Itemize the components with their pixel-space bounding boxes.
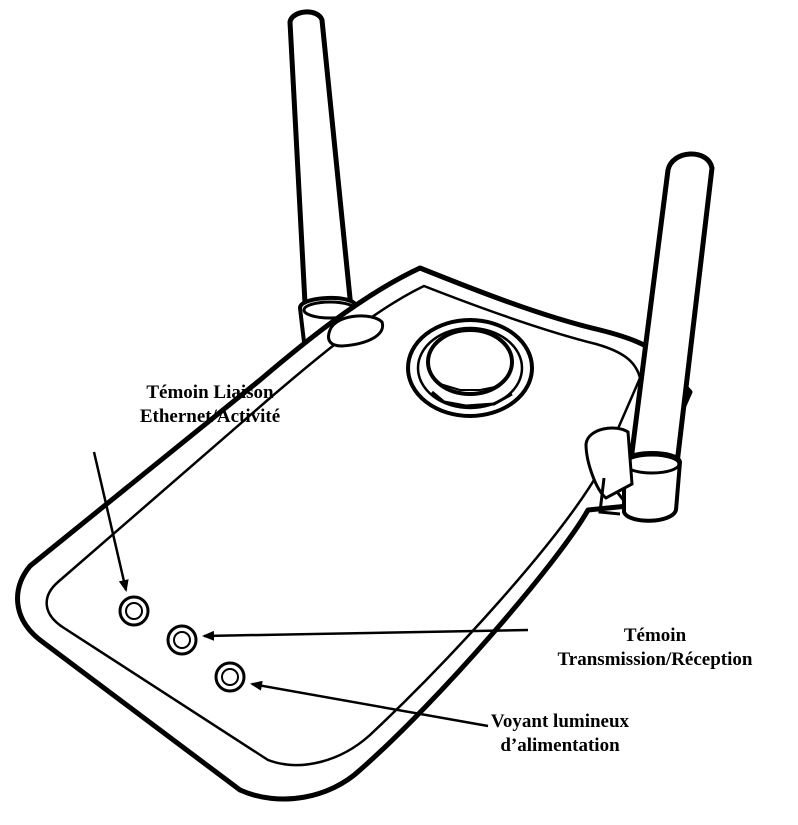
label-link-activity-line2: Ethernet/Activité bbox=[139, 406, 281, 427]
arrow-link-activity bbox=[92, 451, 129, 592]
left-antenna bbox=[287, 9, 363, 353]
vent-circle bbox=[406, 318, 534, 418]
label-link-activity-line1: Témoin Liaison bbox=[146, 382, 274, 403]
label-tx-rx: Témoin Transmission/Réception bbox=[520, 624, 790, 672]
label-power: Voyant lumineux d’alimentation bbox=[440, 710, 680, 758]
led-link-activity bbox=[118, 595, 150, 627]
label-link-activity: Témoin Liaison Ethernet/Activité bbox=[95, 381, 325, 429]
left-antenna-hinge bbox=[327, 314, 385, 348]
arrow-tx-rx bbox=[202, 628, 529, 641]
label-power-line1: Voyant lumineux bbox=[490, 711, 630, 732]
right-antenna-hinge bbox=[584, 426, 634, 516]
led-power bbox=[214, 661, 246, 693]
label-tx-rx-line1: Témoin bbox=[623, 625, 687, 646]
label-power-line2: d’alimentation bbox=[500, 735, 620, 756]
right-antenna bbox=[622, 151, 715, 523]
led-tx-rx bbox=[166, 624, 198, 656]
label-tx-rx-line2: Transmission/Réception bbox=[557, 649, 753, 670]
arrow-power bbox=[250, 680, 489, 728]
